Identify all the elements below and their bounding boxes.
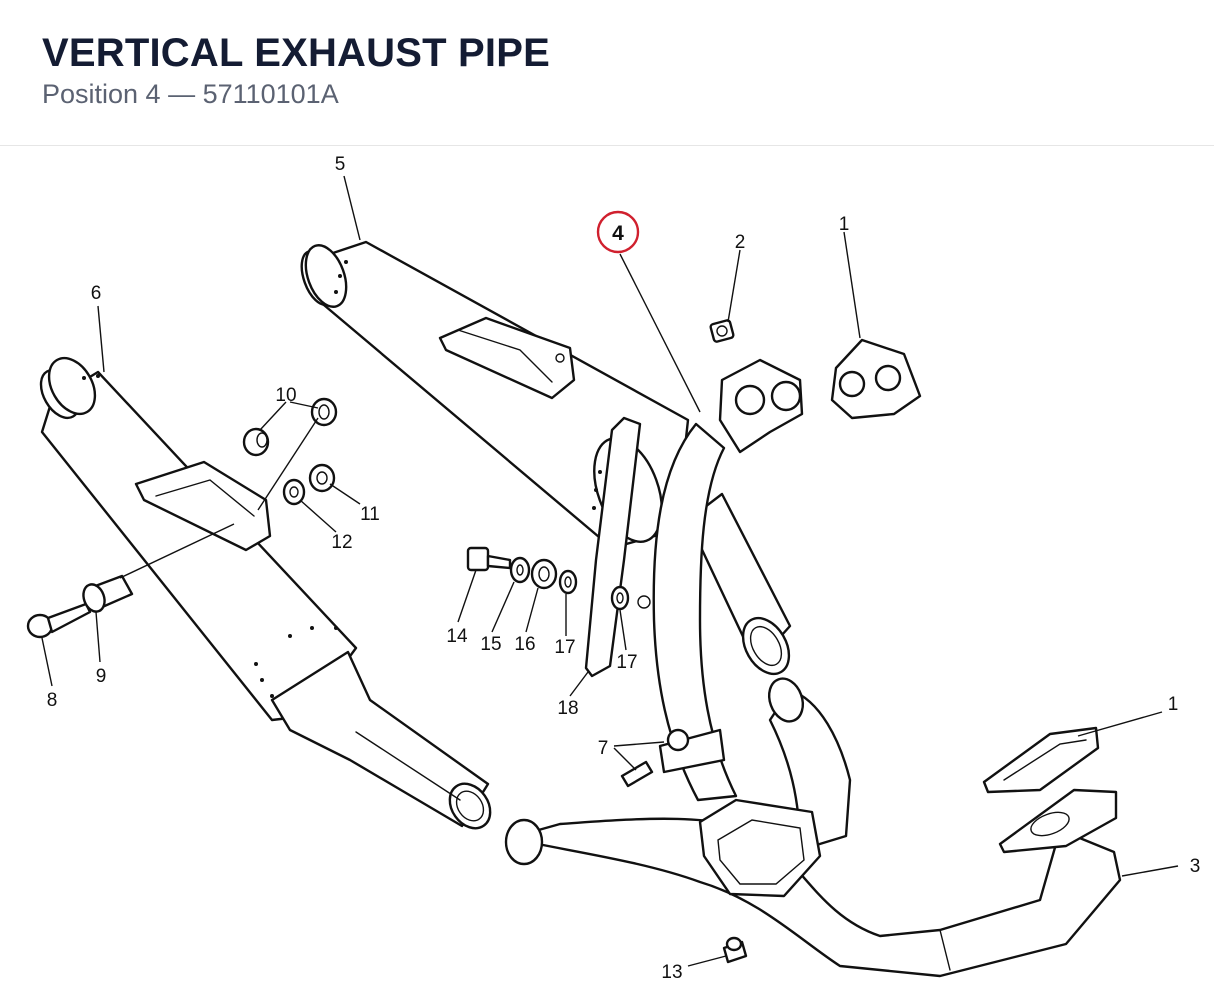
screw-7[interactable] [620,760,654,788]
flange-lower[interactable] [998,788,1118,854]
rubber-10b[interactable] [310,397,338,427]
page-header: VERTICAL EXHAUST PIPE Position 4 — 57110… [0,0,1214,146]
bracket-18[interactable] [584,416,651,678]
callout-3[interactable]: 3 [1190,856,1201,877]
highlight-ring [596,210,640,254]
vertical-exhaust-pipe[interactable] [652,358,804,802]
callout-14[interactable]: 14 [446,626,468,647]
callout-1-lower[interactable]: 1 [1168,694,1179,715]
rubber-10a[interactable] [242,427,270,457]
spacer-16[interactable] [530,558,558,590]
callout-18[interactable]: 18 [557,698,578,719]
callout-15[interactable]: 15 [480,634,501,655]
washer-17b[interactable] [610,585,630,611]
washer-15[interactable] [509,556,531,584]
callout-2[interactable]: 2 [735,232,746,253]
screw-14[interactable] [466,546,512,572]
washer-12[interactable] [282,478,306,506]
spacer-9[interactable] [80,574,134,615]
callout-13[interactable]: 13 [661,962,682,983]
callout-17-right[interactable]: 17 [616,652,637,673]
callout-16[interactable]: 16 [514,634,535,655]
page-subtitle: Position 4 — 57110101A [42,79,339,109]
callout-9[interactable]: 9 [96,666,107,687]
callout-4[interactable]: 4 [612,222,624,245]
silencer-upper-outlet[interactable] [686,492,798,682]
horizontal-exhaust-pipe[interactable] [504,674,1122,978]
page-title: VERTICAL EXHAUST PIPE [42,31,550,75]
nut-13[interactable] [722,936,748,964]
callout-17-left[interactable]: 17 [554,637,575,658]
screw-8[interactable] [26,602,92,639]
callout-5[interactable]: 5 [335,154,346,175]
callout-6[interactable]: 6 [91,283,102,304]
callout-labels: 1 2 4 5 6 10 11 12 14 15 16 17 17 18 8 9… [47,154,1201,983]
gasket-upper[interactable] [830,338,922,420]
callout-10[interactable]: 10 [275,385,296,406]
gasket-lower[interactable] [982,726,1100,794]
callout-1-upper[interactable]: 1 [839,214,850,235]
nut-2[interactable] [709,319,735,343]
leader-lines [41,175,1179,967]
washer-17a[interactable] [558,569,578,595]
callout-7[interactable]: 7 [598,738,609,759]
callout-8[interactable]: 8 [47,690,58,711]
nut-11[interactable] [308,463,336,493]
silencer-lower[interactable] [33,350,498,836]
callout-12[interactable]: 12 [331,532,352,553]
callout-11[interactable]: 11 [360,504,380,525]
